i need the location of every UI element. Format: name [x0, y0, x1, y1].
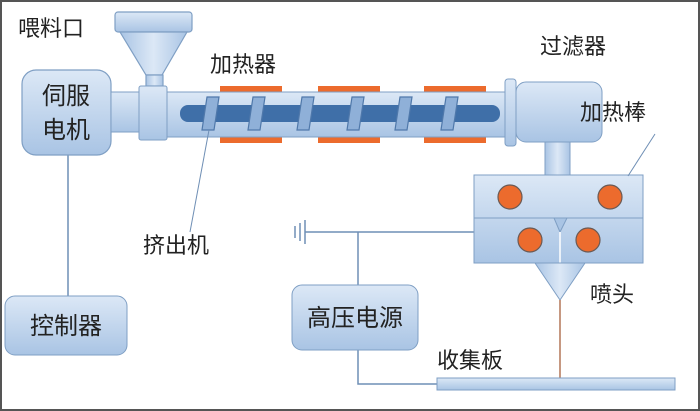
hv-power-supply	[291, 284, 419, 351]
nozzle-label: 喷头	[590, 283, 634, 308]
collector-plate	[436, 377, 676, 391]
collector-label: 收集板	[437, 349, 503, 374]
filter-label: 过滤器	[540, 35, 606, 60]
melt-channel	[553, 217, 568, 234]
servo-motor-label-2: 电机	[42, 116, 90, 144]
feed-port-label: 喂料口	[18, 17, 84, 42]
flange	[504, 78, 517, 147]
nozzle	[534, 262, 586, 301]
coupling	[110, 91, 141, 133]
filter-neck	[544, 141, 571, 176]
servo-motor-label-1: 伺服	[42, 82, 90, 110]
hopper	[114, 11, 193, 87]
heater-label: 加热器	[210, 53, 276, 78]
extruder-leader	[189, 129, 210, 233]
collar	[138, 85, 168, 141]
controller-label: 控制器	[30, 312, 102, 340]
controller	[4, 295, 128, 356]
extruder-label: 挤出机	[143, 234, 209, 259]
heating-rod-leader	[627, 133, 656, 177]
heaters	[220, 86, 486, 143]
heating-rods	[497, 184, 623, 253]
wires	[67, 155, 474, 385]
screw-flights	[201, 96, 459, 131]
heating-rod-label: 加热棒	[580, 101, 646, 126]
hv-power-label: 高压电源	[307, 304, 403, 332]
